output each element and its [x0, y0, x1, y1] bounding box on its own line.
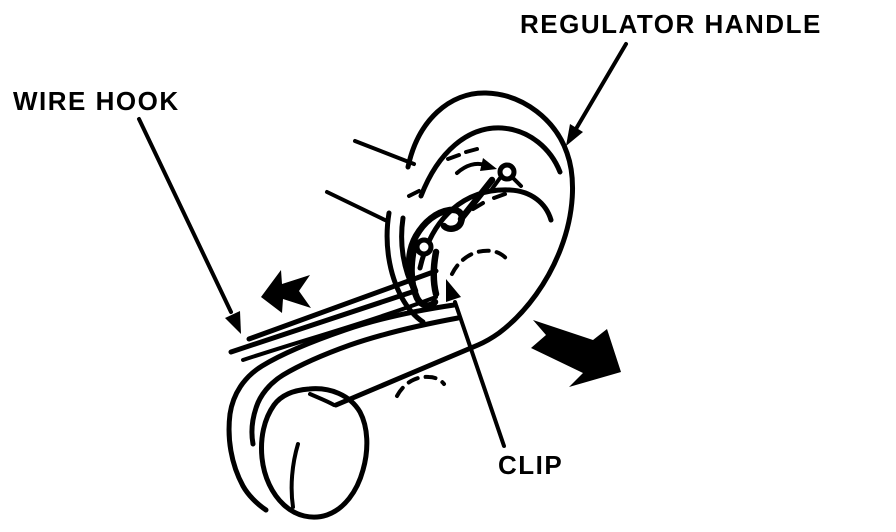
hub-ridge-arc: [418, 125, 563, 199]
regulator-handle-label: REGULATOR HANDLE: [520, 9, 822, 39]
regulator-handle-leader: [566, 42, 628, 146]
arm-edge-line: [241, 295, 438, 362]
regulator-handle-leader-line: [571, 42, 628, 136]
arm-upper-outline: [226, 302, 457, 513]
knob-crease: [289, 442, 300, 509]
clip-eye-pin: [497, 162, 517, 182]
hidden-wire-dash: [464, 147, 479, 154]
handle-knob: [259, 386, 370, 520]
clip-eye-leg: [511, 176, 523, 188]
clip-left-leg: [408, 244, 439, 309]
regulator-handle-leader-arrow-icon: [566, 124, 583, 146]
wire-hook-leader-line: [137, 117, 233, 314]
clip-leader-line: [453, 300, 506, 448]
hidden-part-dashes: [395, 147, 511, 398]
hidden-spring-dashed-arc: [450, 248, 511, 276]
wire-motion-arrow-icon: [480, 158, 497, 171]
arm-upper-inner-edge: [249, 315, 461, 447]
wire-hook-eye: [414, 237, 434, 257]
door-panel-lines: [325, 139, 416, 223]
clip-eye-leg: [490, 176, 502, 191]
wire-hook-label: WIRE HOOK: [13, 86, 180, 116]
regulator-handle-arm: [226, 295, 461, 520]
panel-hatch-line: [325, 190, 389, 223]
clip-leader: [446, 279, 506, 448]
clip-label: CLIP: [498, 450, 563, 480]
wire-hook-leader-arrow-icon: [225, 311, 241, 334]
wire-lower-line: [228, 288, 418, 355]
hidden-clip-dash: [471, 201, 485, 211]
pull-down-right-block-arrow-icon: [531, 320, 621, 387]
wire-hook-leader: [137, 117, 241, 334]
pull-left-block-arrow-icon: [261, 270, 311, 313]
hub-inner-circle-arc: [417, 187, 554, 271]
panel-hatch-line: [353, 139, 416, 166]
hidden-wire-dash: [446, 153, 461, 161]
hidden-clip-dash: [407, 189, 421, 198]
hidden-clip-dash: [492, 192, 507, 200]
wire-hook-tool: [228, 176, 496, 355]
clip-leader-arrow-icon: [446, 279, 461, 302]
wire-hook-end-segment: [457, 176, 496, 223]
clip-right-leg: [430, 248, 440, 298]
wire-upper-line: [246, 268, 439, 342]
hidden-leg-dashed-arc: [395, 374, 446, 398]
regulator-handle-hub: [333, 90, 576, 408]
hub-outer-outline: [333, 90, 576, 408]
clip-part: [408, 158, 523, 309]
knob-top-crease: [308, 392, 336, 407]
